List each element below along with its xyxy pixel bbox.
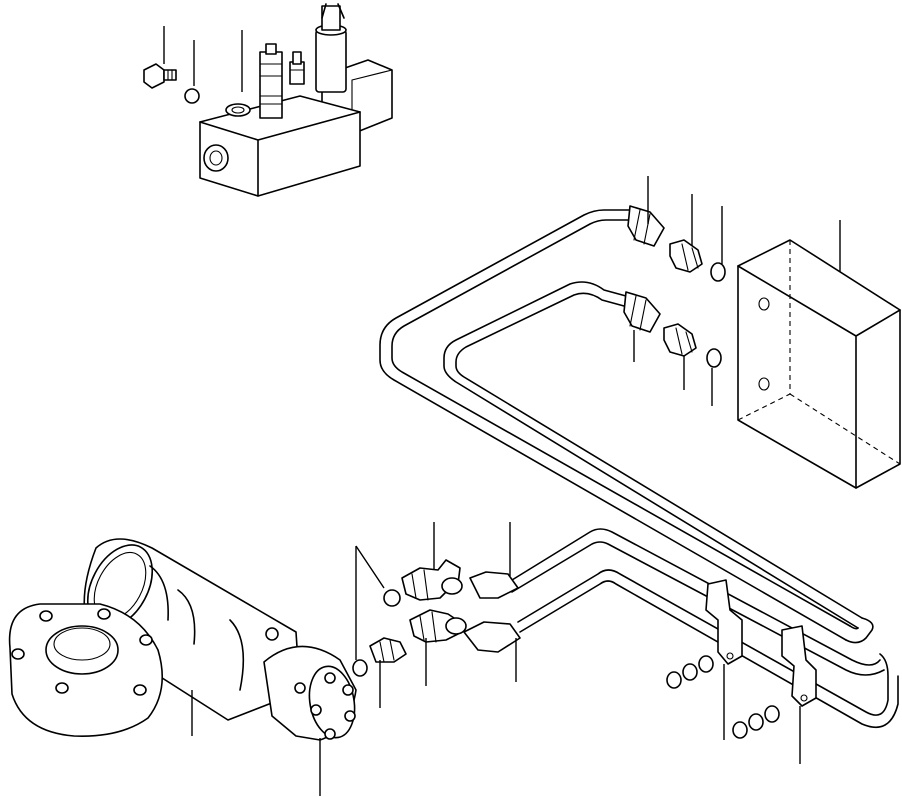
o-ring bbox=[185, 89, 199, 103]
straight-fitting-lower bbox=[370, 638, 406, 662]
tank-box bbox=[738, 220, 900, 488]
valve-block bbox=[200, 60, 392, 196]
o-ring bbox=[707, 263, 725, 367]
straight-fitting bbox=[664, 240, 702, 356]
leader-lines-top bbox=[164, 26, 242, 92]
pressure-switch bbox=[316, 4, 346, 92]
hose-end-fittings bbox=[624, 206, 664, 332]
elbow-fitting bbox=[402, 560, 466, 642]
hose-assembly bbox=[380, 210, 873, 643]
leader-lines-clamps bbox=[724, 664, 800, 764]
steering-column bbox=[75, 534, 300, 720]
steering-unit bbox=[264, 646, 360, 741]
hose-end-lower bbox=[464, 572, 520, 652]
steering-flange bbox=[10, 604, 163, 736]
leader-lines-hoses bbox=[634, 176, 722, 406]
leader-lines-bottom bbox=[192, 690, 320, 796]
plug-fitting bbox=[144, 64, 176, 88]
leader-lines-steering bbox=[356, 522, 516, 708]
o-ring bbox=[353, 590, 400, 676]
solenoid-valve bbox=[260, 44, 304, 118]
clamp-bolts bbox=[667, 656, 779, 738]
hose-clamp bbox=[706, 580, 816, 706]
